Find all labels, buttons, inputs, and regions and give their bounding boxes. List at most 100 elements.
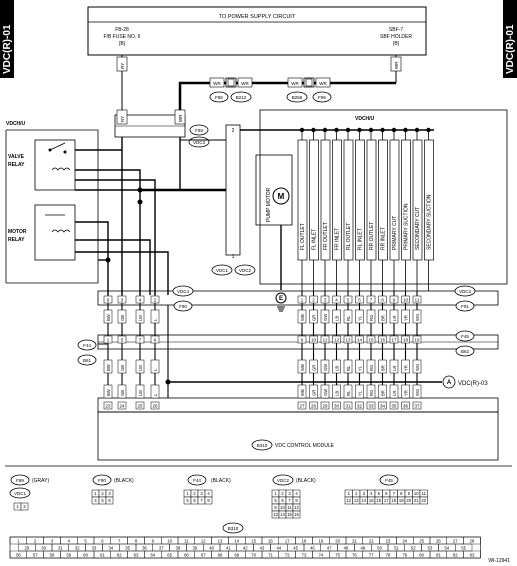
svg-text:B310: B310 bbox=[228, 526, 239, 531]
svg-text:6: 6 bbox=[108, 498, 111, 503]
svg-text:10: 10 bbox=[414, 491, 419, 496]
svg-text:14: 14 bbox=[280, 512, 285, 517]
svg-text:2: 2 bbox=[355, 491, 358, 496]
svg-text:17: 17 bbox=[285, 538, 290, 543]
svg-text:49: 49 bbox=[360, 545, 365, 550]
svg-text:1: 1 bbox=[16, 504, 19, 509]
svg-text:62: 62 bbox=[117, 552, 122, 557]
svg-text:GB: GB bbox=[120, 315, 125, 321]
svg-text:1: 1 bbox=[17, 538, 20, 543]
svg-text:FL OUTLET: FL OUTLET bbox=[300, 223, 306, 250]
svg-text:6: 6 bbox=[154, 338, 157, 343]
svg-text:16: 16 bbox=[380, 338, 386, 343]
svg-text:RG: RG bbox=[369, 315, 374, 321]
svg-text:73: 73 bbox=[302, 552, 307, 557]
svg-text:RL: RL bbox=[346, 390, 351, 396]
svg-text:RL INLET: RL INLET bbox=[358, 228, 364, 250]
svg-text:GW: GW bbox=[323, 314, 328, 321]
svg-text:52: 52 bbox=[411, 545, 416, 550]
svg-text:10: 10 bbox=[167, 538, 172, 543]
svg-text:32: 32 bbox=[75, 545, 80, 550]
svg-text:2: 2 bbox=[154, 298, 157, 303]
svg-text:14: 14 bbox=[234, 538, 239, 543]
svg-text:19: 19 bbox=[414, 338, 420, 343]
svg-text:WR: WR bbox=[291, 81, 299, 86]
svg-text:YL: YL bbox=[357, 365, 362, 371]
f96-label: F96 bbox=[318, 95, 326, 100]
valve-primary-cut: PRIMARY CUT bbox=[389, 127, 400, 291]
power-supply-header: TO POWER SUPPLY CIRCUIT FB-28 F/B FUSE N… bbox=[87, 6, 427, 56]
svg-text:21: 21 bbox=[352, 538, 357, 543]
svg-text:RR INLET: RR INLET bbox=[381, 227, 387, 250]
svg-text:35: 35 bbox=[391, 404, 397, 409]
connector-legend: F89 (GRAY) VDC1 F90 (BLACK) F44 (BLACK) … bbox=[9, 474, 481, 559]
svg-text:5: 5 bbox=[101, 498, 104, 503]
svg-text:38: 38 bbox=[176, 545, 181, 550]
svg-text:2: 2 bbox=[101, 491, 104, 496]
svg-text:YL: YL bbox=[357, 315, 362, 321]
valve-fr-inlet: FR INLET bbox=[332, 127, 342, 291]
svg-text:LW: LW bbox=[138, 390, 143, 396]
svg-text:7: 7 bbox=[118, 538, 121, 543]
svg-text:59: 59 bbox=[66, 552, 71, 557]
svg-text:25: 25 bbox=[137, 404, 143, 409]
b310-label: B310 bbox=[257, 443, 268, 448]
svg-text:(GRAY): (GRAY) bbox=[32, 478, 49, 484]
svg-text:11: 11 bbox=[422, 491, 427, 496]
svg-text:LR: LR bbox=[392, 316, 397, 321]
left-unit-label: VDCH/U bbox=[6, 121, 26, 127]
valve-primary-suction: PRIMARY SUCTION bbox=[401, 127, 411, 291]
section-tab-left: VDC(R)-01 bbox=[0, 0, 14, 78]
svg-text:27: 27 bbox=[299, 404, 305, 409]
svg-text:F91: F91 bbox=[461, 304, 469, 309]
svg-text:20: 20 bbox=[335, 538, 340, 543]
svg-text:24: 24 bbox=[402, 538, 407, 543]
fuse-connector-1: WR WR F86 B212 bbox=[209, 77, 253, 103]
svg-text:17: 17 bbox=[384, 498, 389, 503]
svg-text:37: 37 bbox=[414, 404, 420, 409]
svg-text:7: 7 bbox=[288, 498, 291, 503]
valve-rr-inlet: RR INLET bbox=[378, 127, 388, 291]
svg-text:13: 13 bbox=[345, 338, 351, 343]
vdc-control-module: B310 VDC CONTROL MODULE bbox=[97, 411, 499, 461]
svg-text:1: 1 bbox=[274, 491, 277, 496]
svg-text:BR: BR bbox=[380, 390, 385, 396]
f89-connector: RY WR F89 VDC3 bbox=[114, 109, 210, 148]
svg-text:23: 23 bbox=[386, 538, 391, 543]
svg-text:74: 74 bbox=[318, 552, 323, 557]
svg-text:60: 60 bbox=[83, 552, 88, 557]
svg-text:RY: RY bbox=[120, 116, 125, 122]
wire-wr-top: WR bbox=[394, 61, 399, 69]
svg-text:13: 13 bbox=[273, 512, 278, 517]
svg-text:18: 18 bbox=[302, 538, 307, 543]
svg-text:BR: BR bbox=[380, 315, 385, 321]
svg-text:68: 68 bbox=[218, 552, 223, 557]
svg-text:E: E bbox=[279, 296, 283, 302]
svg-text:42: 42 bbox=[243, 545, 248, 550]
svg-text:9: 9 bbox=[152, 538, 155, 543]
svg-text:19: 19 bbox=[318, 538, 323, 543]
svg-text:WR: WR bbox=[213, 81, 221, 86]
svg-text:BW: BW bbox=[106, 364, 111, 371]
svg-text:9: 9 bbox=[408, 491, 411, 496]
svg-text:32: 32 bbox=[357, 404, 363, 409]
svg-text:67: 67 bbox=[201, 552, 206, 557]
hu-pin1: 1 bbox=[232, 254, 235, 260]
ground-icon: E bbox=[275, 292, 287, 312]
module-label: VDC CONTROL MODULE bbox=[275, 443, 335, 449]
svg-text:80: 80 bbox=[419, 552, 424, 557]
svg-text:WG: WG bbox=[415, 364, 420, 371]
svg-text:9: 9 bbox=[274, 505, 277, 510]
svg-text:WB: WB bbox=[300, 314, 305, 321]
svg-text:5: 5 bbox=[378, 491, 381, 496]
svg-text:5: 5 bbox=[121, 338, 124, 343]
svg-text:36: 36 bbox=[403, 404, 409, 409]
pump-motor: M PUMP MOTOR bbox=[255, 154, 293, 226]
svg-text:WB: WB bbox=[300, 364, 305, 371]
svg-text:71: 71 bbox=[268, 552, 273, 557]
svg-text:3: 3 bbox=[108, 491, 111, 496]
svg-text:55: 55 bbox=[461, 545, 466, 550]
figure-id: WI-12941 bbox=[488, 558, 510, 564]
svg-text:1: 1 bbox=[348, 491, 351, 496]
